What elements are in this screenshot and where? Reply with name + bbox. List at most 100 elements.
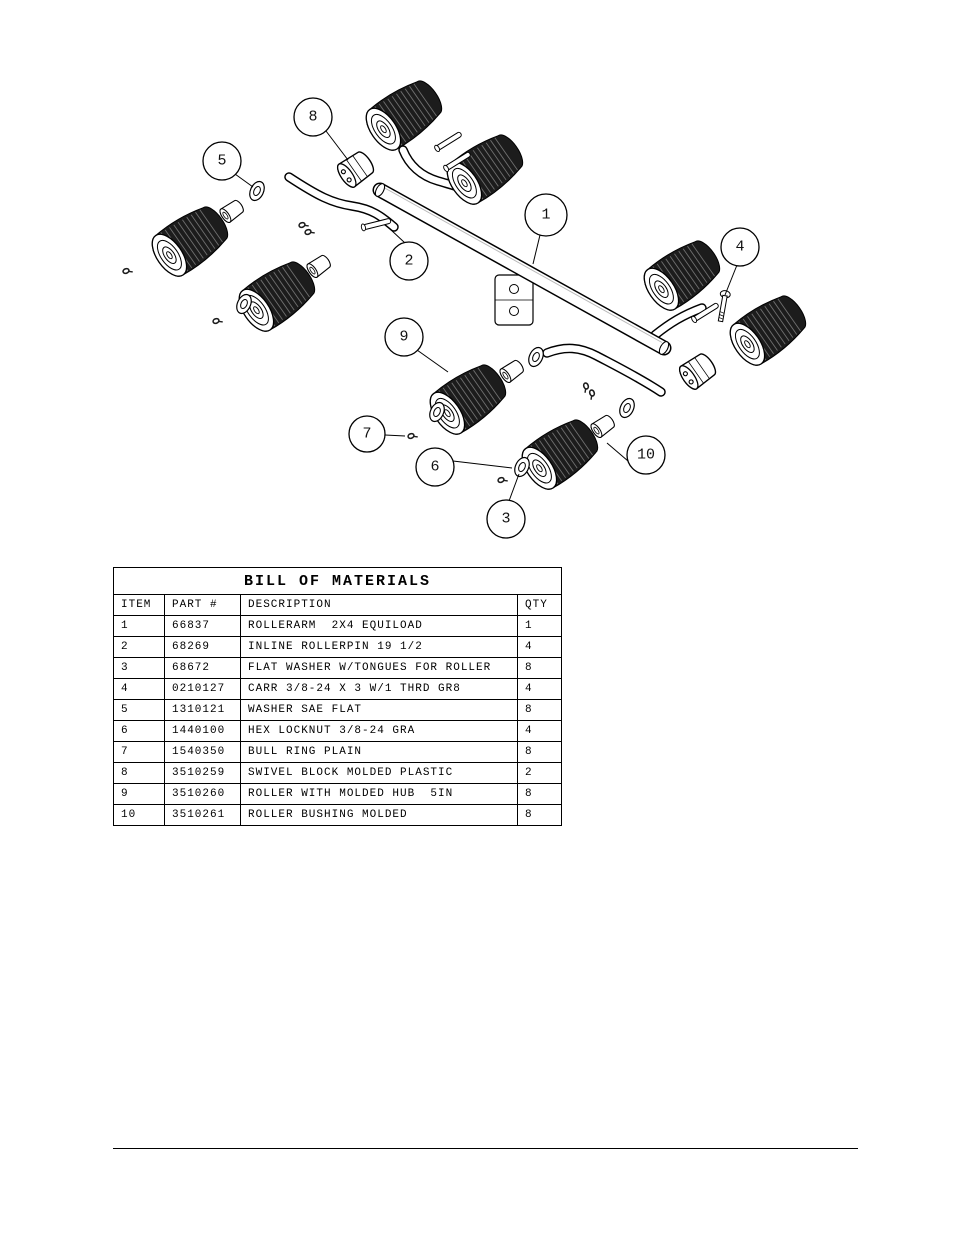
bull-ring	[496, 475, 509, 485]
bom-cell-part: 68269	[164, 636, 241, 658]
bom-cell-qty: 4	[516, 636, 563, 658]
roller-arm-lower-right	[542, 343, 666, 397]
table-row: 5 1310121 WASHER SAE FLAT 8	[113, 699, 563, 721]
mount-bracket	[494, 274, 534, 326]
callout-10-label: 10	[637, 447, 655, 464]
bom-header-qty: QTY	[516, 594, 563, 616]
bom-cell-qty: 8	[516, 741, 563, 763]
bom-cell-description: ROLLER WITH MOLDED HUB 5IN	[240, 783, 518, 805]
leader-lines	[234, 130, 738, 502]
bom-cell-part: 0210127	[164, 678, 241, 700]
leader-2	[389, 228, 406, 244]
leader-10	[606, 442, 629, 462]
exploded-view-diagram: 1 2 3 4 5 6 7 8 9 10	[121, 71, 815, 539]
callout-2: 2	[389, 241, 429, 281]
bull-ring	[303, 227, 316, 237]
callout-7: 7	[348, 415, 386, 453]
bom-cell-description: CARR 3/8-24 X 3 W/1 THRD GR8	[240, 678, 518, 700]
callout-10: 10	[626, 435, 666, 475]
bom-cell-description: INLINE ROLLERPIN 19 1/2	[240, 636, 518, 658]
bom-cell-item: 3	[113, 657, 165, 679]
table-row: 9 3510260 ROLLER WITH MOLDED HUB 5IN 8	[113, 783, 563, 805]
swivel-block	[333, 147, 378, 191]
bom-cell-description: BULL RING PLAIN	[240, 741, 518, 763]
leader-7	[384, 434, 406, 437]
bull-ring	[587, 388, 597, 401]
callout-7-label: 7	[362, 426, 371, 443]
bom-cell-item: 7	[113, 741, 165, 763]
callout-9-label: 9	[399, 329, 408, 346]
leader-3	[508, 473, 520, 502]
bom-header-row: ITEM PART # DESCRIPTION QTY	[113, 594, 563, 616]
bom-title: BILL OF MATERIALS	[112, 567, 563, 595]
bom-cell-part: 3510259	[164, 762, 241, 784]
bom-cell-item: 4	[113, 678, 165, 700]
bull-ring	[211, 316, 224, 326]
table-row: 1 66837 ROLLERARM 2X4 EQUILOAD 1	[113, 615, 563, 637]
table-row: 2 68269 INLINE ROLLERPIN 19 1/2 4	[113, 636, 563, 658]
bull-ring	[297, 220, 310, 230]
washer	[246, 178, 268, 204]
callout-8-label: 8	[308, 109, 317, 126]
bom-cell-part: 1540350	[164, 741, 241, 763]
bom-header-description: DESCRIPTION	[240, 594, 518, 616]
bom-cell-item: 9	[113, 783, 165, 805]
callout-8: 8	[293, 97, 333, 137]
bom-header-part: PART #	[164, 594, 241, 616]
leader-8	[325, 130, 349, 161]
bom-cell-qty: 8	[516, 804, 563, 826]
table-row: 6 1440100 HEX LOCKNUT 3/8-24 GRA 4	[113, 720, 563, 742]
bom-cell-description: WASHER SAE FLAT	[240, 699, 518, 721]
bom-cell-description: SWIVEL BLOCK MOLDED PLASTIC	[240, 762, 518, 784]
table-row: 8 3510259 SWIVEL BLOCK MOLDED PLASTIC 2	[113, 762, 563, 784]
bom-cell-item: 8	[113, 762, 165, 784]
bom-cell-part: 3510260	[164, 783, 241, 805]
callout-3: 3	[486, 499, 526, 539]
callout-1-label: 1	[541, 207, 550, 224]
bom-cell-description: HEX LOCKNUT 3/8-24 GRA	[240, 720, 518, 742]
table-row: 7 1540350 BULL RING PLAIN 8	[113, 741, 563, 763]
bom-cell-part: 66837	[164, 615, 241, 637]
table-row: 3 68672 FLAT WASHER W/TONGUES FOR ROLLER…	[113, 657, 563, 679]
roller-pin	[433, 130, 464, 153]
callout-2-label: 2	[404, 253, 413, 270]
bom-cell-item: 2	[113, 636, 165, 658]
bom-cell-description: FLAT WASHER W/TONGUES FOR ROLLER	[240, 657, 518, 679]
bom-cell-item: 10	[113, 804, 165, 826]
bill-of-materials-table: BILL OF MATERIALS ITEM PART # DESCRIPTIO…	[112, 567, 563, 826]
callout-9: 9	[384, 317, 424, 357]
bom-cell-qty: 8	[516, 657, 563, 679]
callout-5: 5	[202, 141, 242, 181]
leader-5	[234, 173, 254, 188]
bom-cell-qty: 2	[516, 762, 563, 784]
bom-cell-qty: 4	[516, 678, 563, 700]
bom-cell-part: 68672	[164, 657, 241, 679]
bull-ring	[406, 431, 419, 441]
roller-arm-upper-left	[284, 172, 399, 232]
bom-cell-qty: 4	[516, 720, 563, 742]
leader-1	[532, 234, 541, 265]
leader-4	[724, 264, 738, 296]
bom-cell-description: ROLLERARM 2X4 EQUILOAD	[240, 615, 518, 637]
bom-header-item: ITEM	[113, 594, 165, 616]
roller	[358, 71, 451, 158]
callout-6-label: 6	[430, 459, 439, 476]
bull-ring	[121, 266, 134, 276]
callout-6: 6	[415, 447, 455, 487]
leader-9	[416, 349, 449, 373]
bom-cell-part: 1440100	[164, 720, 241, 742]
callout-4: 4	[720, 227, 760, 267]
table-row: 4 0210127 CARR 3/8-24 X 3 W/1 THRD GR8 4	[113, 678, 563, 700]
callout-3-label: 3	[501, 511, 510, 528]
washer	[525, 344, 547, 370]
roller-arm-right	[650, 303, 707, 340]
callout-5-label: 5	[217, 153, 226, 170]
bom-cell-qty: 8	[516, 783, 563, 805]
roller	[722, 286, 815, 373]
bom-cell-part: 3510261	[164, 804, 241, 826]
callout-4-label: 4	[735, 239, 744, 256]
callout-1: 1	[524, 193, 568, 237]
bom-cell-description: ROLLER BUSHING MOLDED	[240, 804, 518, 826]
bom-cell-item: 5	[113, 699, 165, 721]
